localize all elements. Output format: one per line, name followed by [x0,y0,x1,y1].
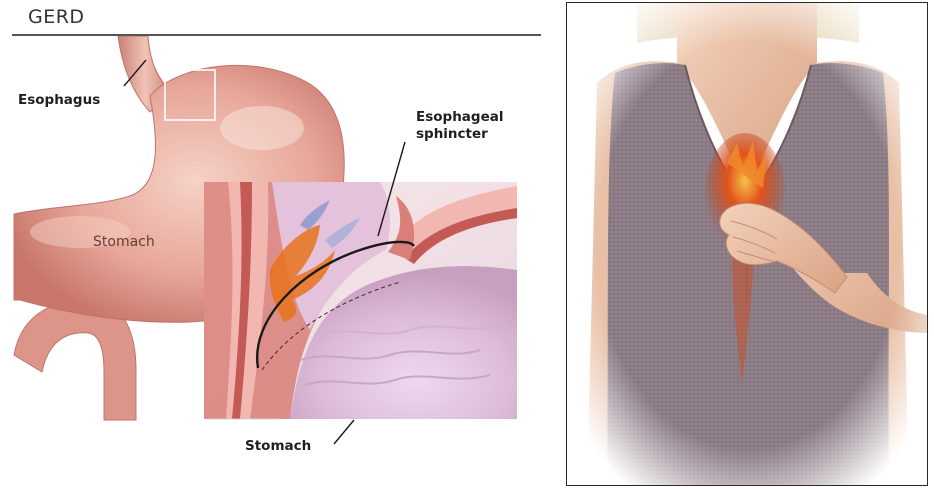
figure-title: GERD [28,6,85,28]
sphincter-label-line1: Esophageal [416,109,503,126]
sphincter-label-line2: sphincter [416,126,488,143]
heartburn-illustration [567,3,928,486]
title-divider [12,34,541,36]
esophagus-label: Esophagus [18,92,100,109]
heartburn-photo [566,2,928,486]
stomach-diagram [0,0,560,489]
stomach-inset-label: Stomach [245,438,311,455]
stomach-main-label: Stomach [93,234,155,250]
inset-cross-section [204,182,517,419]
